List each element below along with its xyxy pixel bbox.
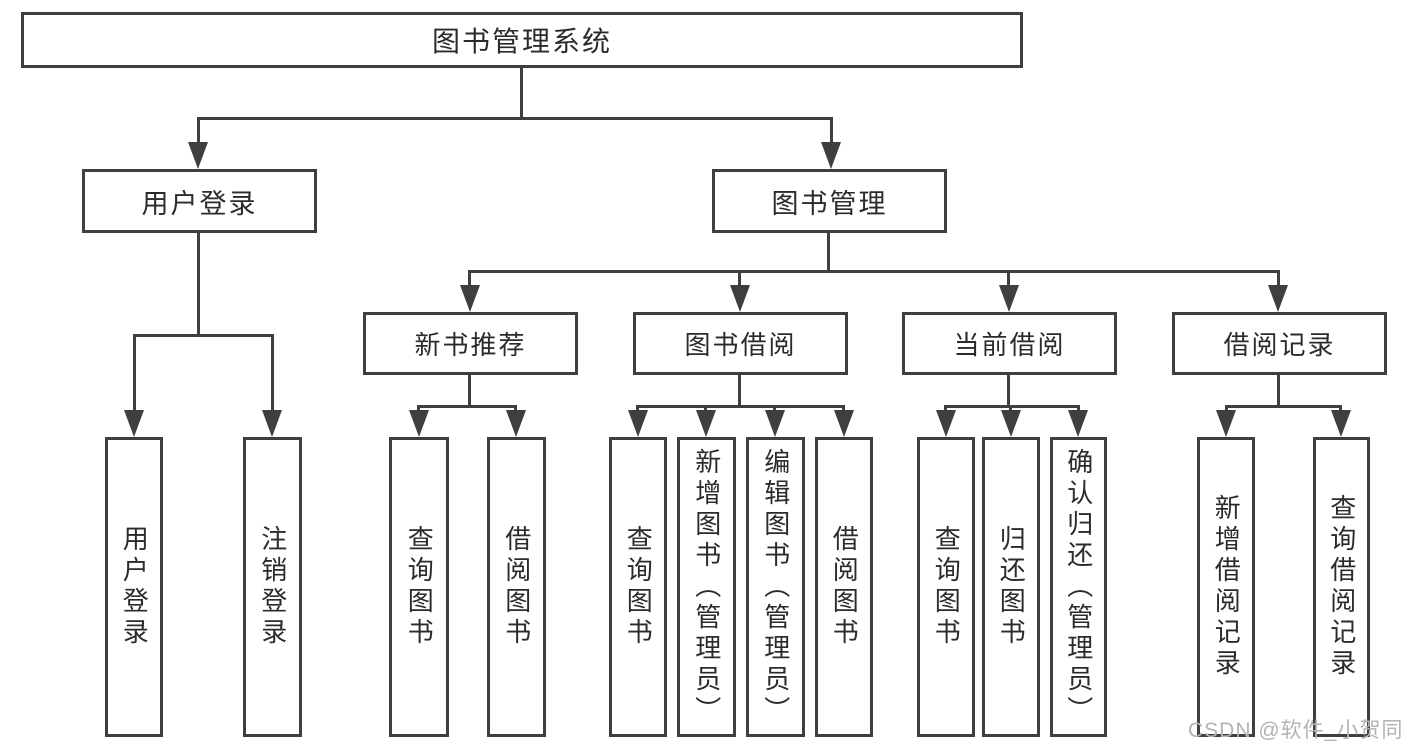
leaf-query-books-current: 查询图书 xyxy=(917,437,975,737)
leaf-return-book: 归还图书 xyxy=(982,437,1040,737)
leaf-borrow-books-recommend: 借阅图书 xyxy=(487,437,546,737)
node-current-borrowing: 当前借阅 xyxy=(902,312,1117,375)
line xyxy=(1007,270,1010,286)
node-label: 归还图书 xyxy=(996,525,1027,649)
leaf-add-borrow-record: 新增借阅记录 xyxy=(1197,437,1255,737)
line xyxy=(133,334,274,337)
line xyxy=(417,405,517,408)
line xyxy=(520,68,523,120)
node-label: 新书推荐 xyxy=(414,330,527,360)
line xyxy=(1007,375,1010,408)
node-label: 图书借阅 xyxy=(684,330,797,360)
line xyxy=(827,233,830,273)
node-label: 借阅图书 xyxy=(501,525,532,649)
leaf-user-login: 用户登录 xyxy=(105,437,163,737)
node-borrowing-records: 借阅记录 xyxy=(1172,312,1387,375)
node-book-borrowing: 图书借阅 xyxy=(633,312,848,375)
arrowhead-icon xyxy=(124,410,144,437)
arrowhead-icon xyxy=(188,142,208,169)
node-label: 当前借阅 xyxy=(953,330,1066,360)
arrowhead-icon xyxy=(1068,410,1088,437)
arrowhead-icon xyxy=(262,410,282,437)
arrowhead-icon xyxy=(628,410,648,437)
line xyxy=(1277,375,1280,408)
line xyxy=(738,375,741,408)
node-label: 用户登录 xyxy=(119,525,150,649)
leaf-borrow-books-borrowing: 借阅图书 xyxy=(815,437,873,737)
node-label: 查询借阅记录 xyxy=(1326,494,1357,680)
arrowhead-icon xyxy=(1331,410,1351,437)
arrowhead-icon xyxy=(1268,285,1288,312)
node-label: 新增借阅记录 xyxy=(1211,494,1242,680)
node-label: 查询图书 xyxy=(931,525,962,649)
line xyxy=(468,270,471,286)
arrowhead-icon xyxy=(506,410,526,437)
leaf-edit-book-admin: 编辑图书（管理员） xyxy=(746,437,805,737)
node-label: 借阅图书 xyxy=(829,525,860,649)
line xyxy=(830,117,833,143)
line xyxy=(271,334,274,412)
line xyxy=(197,117,200,143)
arrowhead-icon xyxy=(1216,410,1236,437)
node-label: 借阅记录 xyxy=(1223,330,1336,360)
node-new-book-recommendation: 新书推荐 xyxy=(363,312,578,375)
arrowhead-icon xyxy=(999,285,1019,312)
line xyxy=(1277,270,1280,286)
line xyxy=(197,233,200,337)
node-label: 编辑图书（管理员） xyxy=(760,447,791,727)
arrowhead-icon xyxy=(460,285,480,312)
node-book-management: 图书管理 xyxy=(712,169,947,233)
node-user-login: 用户登录 xyxy=(82,169,317,233)
line xyxy=(133,334,136,412)
arrowhead-icon xyxy=(409,410,429,437)
arrowhead-icon xyxy=(821,142,841,169)
node-label: 查询图书 xyxy=(623,525,654,649)
leaf-query-books-recommend: 查询图书 xyxy=(389,437,449,737)
node-label: 确认归还（管理员） xyxy=(1063,447,1094,727)
arrowhead-icon xyxy=(834,410,854,437)
node-library-management-system: 图书管理系统 xyxy=(21,12,1023,68)
line xyxy=(470,270,1280,273)
line xyxy=(944,405,1080,408)
leaf-query-borrow-record: 查询借阅记录 xyxy=(1313,437,1370,737)
node-label: 图书管理 xyxy=(771,188,888,219)
csdn-watermark: CSDN @软件_小贺同学 xyxy=(1188,719,1405,742)
arrowhead-icon xyxy=(936,410,956,437)
node-label: 注销登录 xyxy=(257,525,288,649)
line xyxy=(468,375,471,408)
arrowhead-icon xyxy=(1001,410,1021,437)
leaf-confirm-return-admin: 确认归还（管理员） xyxy=(1050,437,1107,737)
node-label: 新增图书（管理员） xyxy=(691,447,722,727)
line xyxy=(197,117,833,120)
line xyxy=(1225,405,1342,408)
node-label: 用户登录 xyxy=(141,188,258,219)
node-label: 图书管理系统 xyxy=(431,26,612,57)
arrowhead-icon xyxy=(696,410,716,437)
leaf-query-books-borrowing: 查询图书 xyxy=(609,437,667,737)
arrowhead-icon xyxy=(765,410,785,437)
arrowhead-icon xyxy=(730,285,750,312)
node-label: 查询图书 xyxy=(404,525,435,649)
leaf-add-book-admin: 新增图书（管理员） xyxy=(677,437,736,737)
leaf-logout: 注销登录 xyxy=(243,437,302,737)
line xyxy=(738,270,741,286)
line xyxy=(637,405,845,408)
